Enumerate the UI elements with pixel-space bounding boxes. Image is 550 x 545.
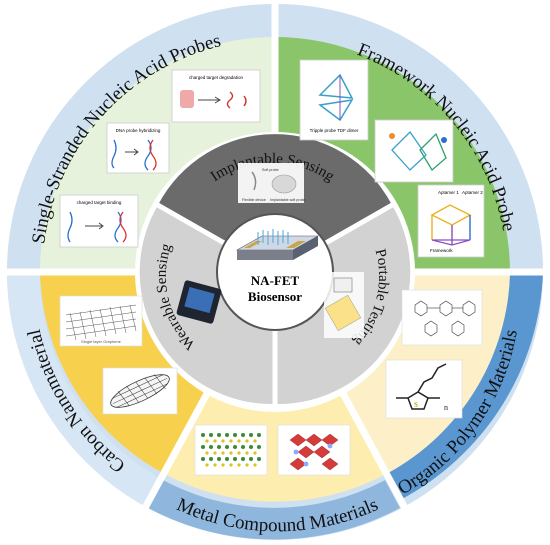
svg-text:Implantable soft probe: Implantable soft probe: [270, 198, 306, 202]
thumb-polymer-structure: [401, 289, 483, 346]
outer-band-fw: [275, 4, 543, 272]
svg-text:DNA probe hybridizing: DNA probe hybridizing: [116, 128, 161, 133]
divider-bottom-left: [141, 386, 214, 510]
thumb-fw-probe: Tripple probe TDF dimer: [299, 59, 369, 141]
outer-band-ss: [7, 4, 275, 272]
thumb-ss-binding: charged target binding: [59, 194, 139, 248]
thumb-implantable-probe: Soft probe Flexible device Implantable s…: [238, 163, 306, 203]
svg-text:charged target binding: charged target binding: [77, 200, 122, 205]
thumb-metal-crystal: [277, 424, 351, 476]
outer-band-metal: [148, 480, 400, 540]
thumb-fw-aptamer: [374, 119, 454, 183]
svg-text:Aptamer 2: Aptamer 2: [462, 190, 483, 195]
thumb-carbon-nanotube: [102, 367, 178, 415]
center-circle: [216, 213, 334, 331]
svg-text:Soft probe: Soft probe: [262, 168, 279, 172]
thumb-ss-degradation: charged target degradation: [171, 69, 261, 123]
outer-band-carbon: [6, 272, 163, 508]
thumb-metal-lattice: [194, 424, 268, 476]
divider-bottom-right: [336, 386, 409, 510]
outer-band-poly: [388, 272, 543, 500]
svg-text:Flexible device: Flexible device: [242, 198, 266, 202]
svg-text:Single layer Graphene: Single layer Graphene: [81, 339, 122, 344]
thumb-wearable-device: [176, 280, 222, 324]
center-title-line2: Biosensor: [248, 289, 302, 304]
thumb-fw-framework: Aptamer 1 Aptamer 2 Framework: [417, 184, 485, 258]
svg-text:n: n: [444, 403, 448, 412]
fet-device-illustration: [235, 229, 320, 260]
thumb-ss-hybridizing: DNA probe hybridizing: [106, 122, 170, 174]
center-title-line1: NA-FET: [251, 273, 300, 288]
svg-text:Tripple probe TDF dimer: Tripple probe TDF dimer: [310, 128, 359, 133]
thumb-carbon-graphene: Single layer Graphene: [59, 295, 143, 347]
svg-text:Framework: Framework: [430, 248, 453, 253]
svg-text:Aptamer 1: Aptamer 1: [438, 190, 459, 195]
thumb-portable-tester: [324, 272, 364, 338]
svg-text:charged target degradation: charged target degradation: [189, 75, 244, 80]
thumb-polymer-thiophene: S n: [385, 359, 463, 419]
svg-text:S: S: [414, 401, 418, 409]
